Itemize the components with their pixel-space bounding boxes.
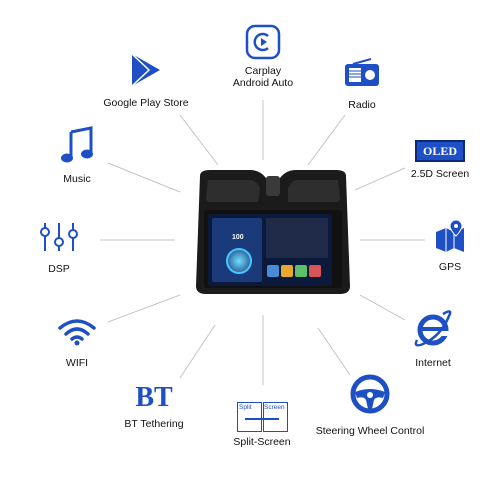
feature-gps: GPS [424, 218, 476, 273]
bt-icon: BT [114, 384, 194, 412]
play-store-label: Google Play Store [103, 97, 189, 109]
feature-wifi: WIFI [52, 318, 102, 369]
screen-map-panel [266, 218, 328, 258]
feature-bt: BT BT Tethering [114, 384, 194, 431]
feature-screen: OLED 2.5D Screen [400, 140, 480, 180]
feature-split-screen: Split Screen Split-Screen [222, 402, 302, 448]
internet-explorer-icon [405, 310, 461, 353]
feature-play-store: Google Play Store [96, 52, 196, 109]
gps-label: GPS [438, 261, 462, 273]
bt-badge-text: BT [135, 382, 173, 413]
feature-internet: Internet [405, 310, 461, 369]
steering-wheel-icon [310, 374, 430, 419]
split-screen-icon: Split Screen [237, 402, 288, 432]
feature-steering: Steering Wheel Control [310, 374, 430, 437]
wifi-label: WIFI [65, 357, 89, 369]
feature-music: Music [50, 126, 104, 185]
split-right-text: Screen [264, 404, 285, 411]
split-right-pane [263, 402, 288, 432]
feature-dsp: DSP [34, 222, 84, 275]
equalizer-icon [34, 222, 84, 257]
music-label: Music [63, 173, 91, 185]
carplay-icon [213, 24, 313, 65]
android-auto-label: Android Auto [232, 77, 294, 89]
screen-left-panel: 100 [212, 218, 262, 282]
wifi-icon [52, 318, 102, 351]
feature-carplay: Carplay Android Auto [213, 24, 313, 89]
dsp-label: DSP [48, 263, 70, 275]
screen-value-text: 100 [232, 234, 244, 241]
steering-label: Steering Wheel Control [315, 425, 425, 437]
bt-label: BT Tethering [124, 418, 184, 430]
map-pin-icon [424, 218, 476, 259]
internet-label: Internet [415, 357, 451, 369]
radio-icon [330, 58, 394, 93]
screen-label: 2.5D Screen [410, 168, 470, 180]
carplay-label: Carplay [244, 65, 282, 77]
split-screen-label: Split-Screen [233, 436, 291, 448]
oled-badge-text: OLED [422, 144, 457, 158]
music-note-icon [50, 126, 104, 169]
split-left-text: Split [239, 404, 252, 411]
head-unit-screen[interactable]: 100 [208, 214, 332, 286]
screen-app-tiles [266, 262, 328, 282]
oled-badge-icon: OLED [415, 140, 465, 162]
split-arrow-icon [245, 418, 279, 420]
speedometer-graphic [226, 248, 252, 274]
feature-radio: Radio [330, 58, 394, 111]
radio-label: Radio [348, 99, 376, 111]
play-store-icon [96, 52, 196, 93]
split-left-pane [237, 402, 262, 432]
